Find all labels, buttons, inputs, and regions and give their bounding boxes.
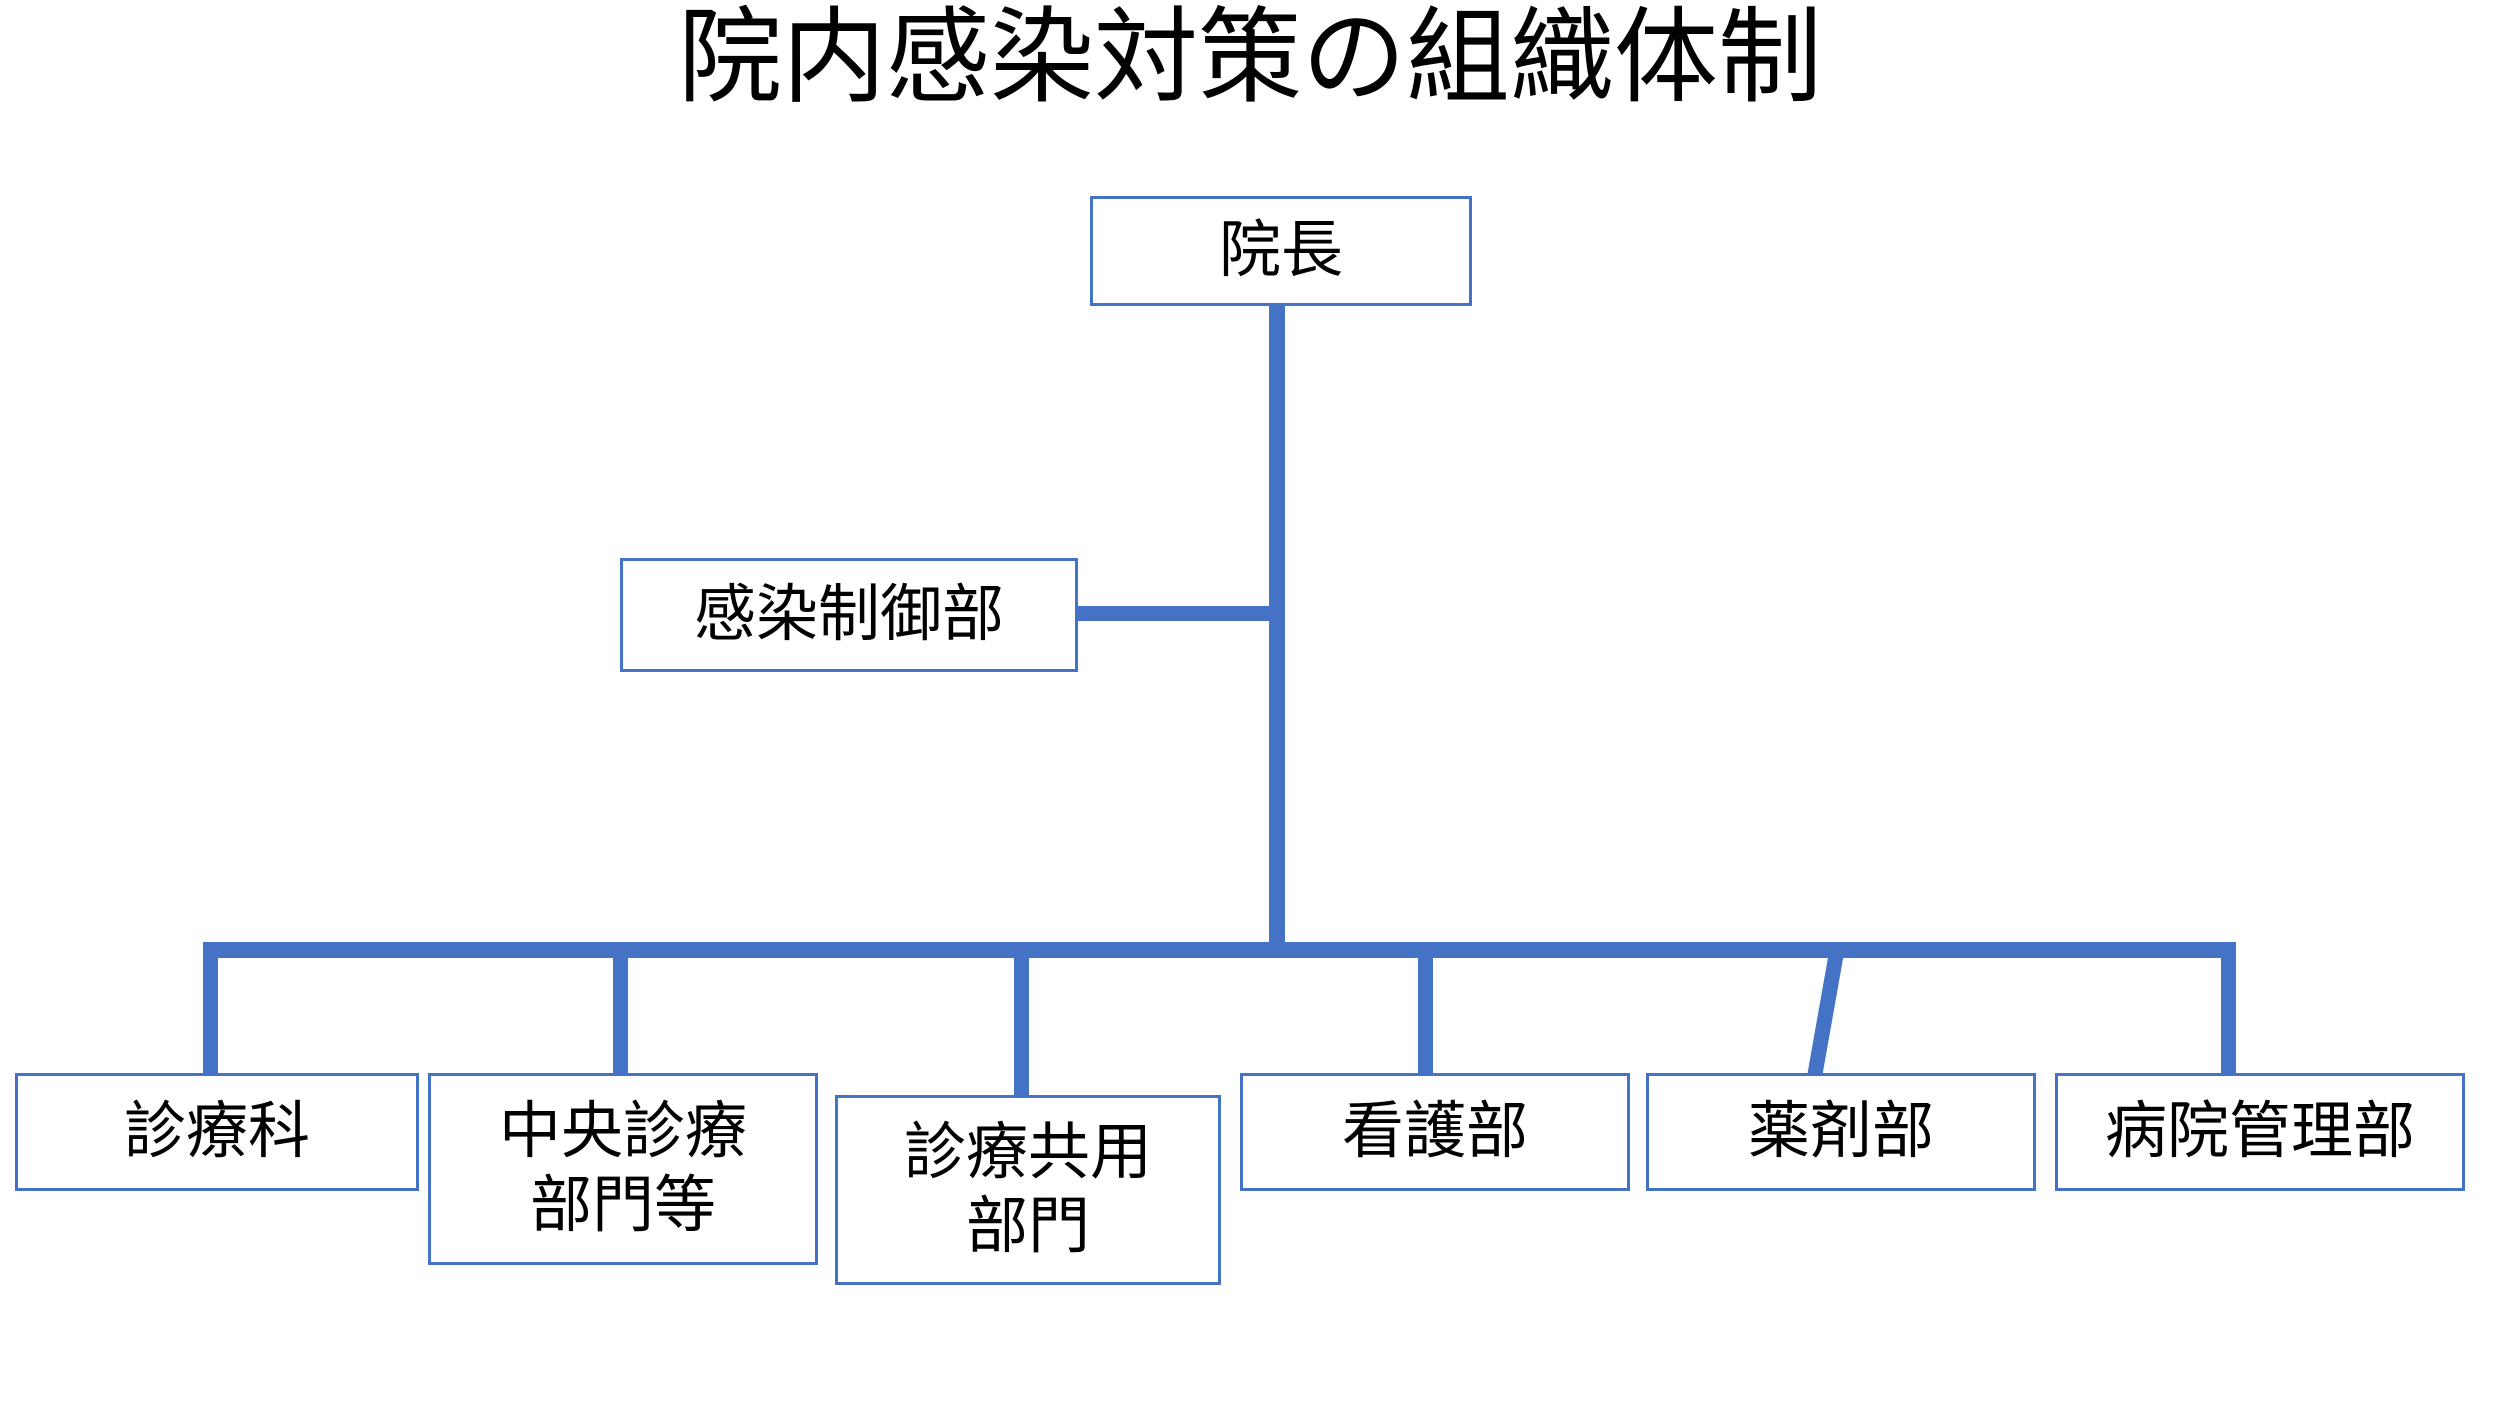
- connector-child-bus: [203, 942, 2236, 958]
- node-root-label: 院長: [1218, 216, 1343, 285]
- connector-staff-horizontal: [1076, 606, 1276, 621]
- node-child-label-4: 看護部: [1341, 1097, 1528, 1166]
- node-root-director[interactable]: 院長: [1090, 196, 1472, 306]
- node-child-central-clinical-divisions[interactable]: 中央診療 部門等: [428, 1073, 818, 1265]
- node-child-label-1: 診療科: [123, 1097, 310, 1166]
- node-child-label-6: 病院管理部: [2104, 1097, 2415, 1166]
- connector-drop-5: [1807, 942, 1846, 1076]
- node-child-nursing-department[interactable]: 看護部: [1240, 1073, 1630, 1191]
- node-child-label-5: 薬剤部: [1747, 1097, 1934, 1166]
- connector-drop-4: [1418, 942, 1433, 1074]
- connector-drop-2: [613, 942, 628, 1074]
- node-child-pharmacy-department[interactable]: 薬剤部: [1646, 1073, 2036, 1191]
- node-child-hospital-administration-department[interactable]: 病院管理部: [2055, 1073, 2465, 1191]
- node-child-label-3: 診療共用 部門: [903, 1118, 1152, 1261]
- connector-drop-1: [203, 942, 218, 1074]
- page-title: 院内感染対策の組織体制: [677, 0, 1822, 116]
- node-infection-control-department[interactable]: 感染制御部: [620, 558, 1078, 672]
- connector-drop-3: [1014, 942, 1029, 1095]
- node-staff-label: 感染制御部: [693, 580, 1004, 649]
- node-child-label-2: 中央診療 部門等: [498, 1097, 747, 1240]
- connector-drop-6: [2221, 942, 2236, 1074]
- node-child-shared-clinical-divisions[interactable]: 診療共用 部門: [835, 1095, 1221, 1285]
- connector-root-spine: [1269, 303, 1285, 954]
- node-child-clinical-departments[interactable]: 診療科: [15, 1073, 419, 1191]
